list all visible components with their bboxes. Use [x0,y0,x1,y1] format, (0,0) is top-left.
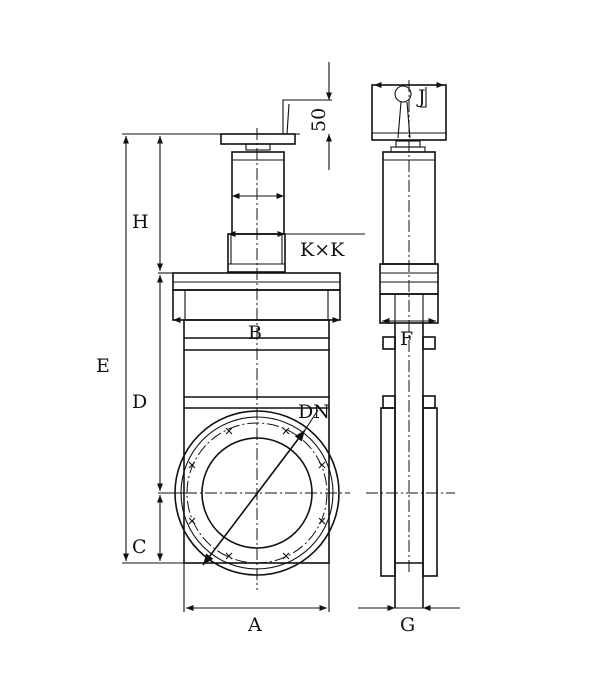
front-dimensions [122,62,333,612]
label-d: D [132,391,147,413]
label-e: E [96,355,110,377]
handle [282,99,300,134]
label-a: A [247,614,262,636]
label-f: F [400,328,413,350]
actuator-cylinder [231,151,285,235]
label-h: H [132,211,149,233]
label-j: J [416,86,426,108]
front-view [165,99,365,590]
side-flange-right [422,407,438,577]
top-cap [220,133,296,145]
dn-dimension [202,429,306,566]
side-flange-left [380,407,396,577]
label-c: C [132,536,147,558]
labels: H E D C B A K×K DN F G J 50 [96,86,426,636]
label-g: G [400,614,415,636]
label-dn: DN [298,401,330,423]
side-view [358,80,460,612]
label-b: B [248,322,262,344]
label-50: 50 [308,108,330,132]
label-kxk: K×K [300,239,345,261]
